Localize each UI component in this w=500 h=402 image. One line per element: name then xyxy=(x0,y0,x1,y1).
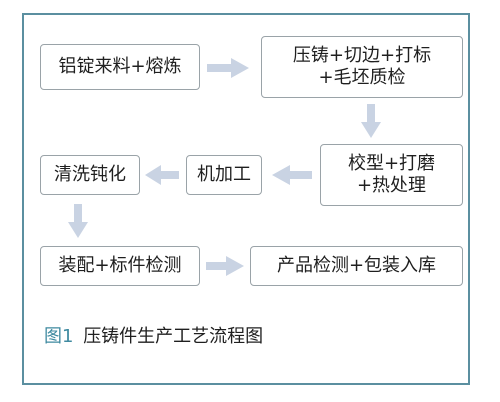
figure-caption: 图1 压铸件生产工艺流程图 xyxy=(44,322,263,348)
node-calibration: 校型+打磨+热处理 xyxy=(320,144,463,206)
node-passivation-label: 清洗钝化 xyxy=(54,164,126,185)
node-melting-label: 铝锭来料+熔炼 xyxy=(58,56,182,77)
figure-title: 压铸件生产工艺流程图 xyxy=(83,326,264,347)
node-calibration-label: 校型+打磨+热处理 xyxy=(347,153,436,196)
node-final-inspection-label: 产品检测+包装入库 xyxy=(276,255,437,276)
node-assembly: 装配+标件检测 xyxy=(40,246,200,286)
arrow-right-2 xyxy=(206,256,244,276)
node-die-casting: 压铸+切边+打标+毛坯质检 xyxy=(261,36,463,98)
arrow-left-2 xyxy=(145,165,179,185)
node-assembly-label: 装配+标件检测 xyxy=(58,255,182,276)
node-final-inspection: 产品检测+包装入库 xyxy=(250,246,463,286)
node-melting: 铝锭来料+熔炼 xyxy=(40,44,200,90)
arrow-right-1 xyxy=(207,58,249,78)
arrow-down-2 xyxy=(68,204,88,238)
node-machining-label: 机加工 xyxy=(197,164,251,185)
arrow-down-1 xyxy=(361,104,381,138)
node-passivation: 清洗钝化 xyxy=(40,155,140,195)
node-machining: 机加工 xyxy=(186,155,262,195)
figure-label: 图1 xyxy=(44,326,74,347)
arrow-left-1 xyxy=(272,165,312,185)
node-die-casting-label: 压铸+切边+打标+毛坯质检 xyxy=(292,45,432,88)
